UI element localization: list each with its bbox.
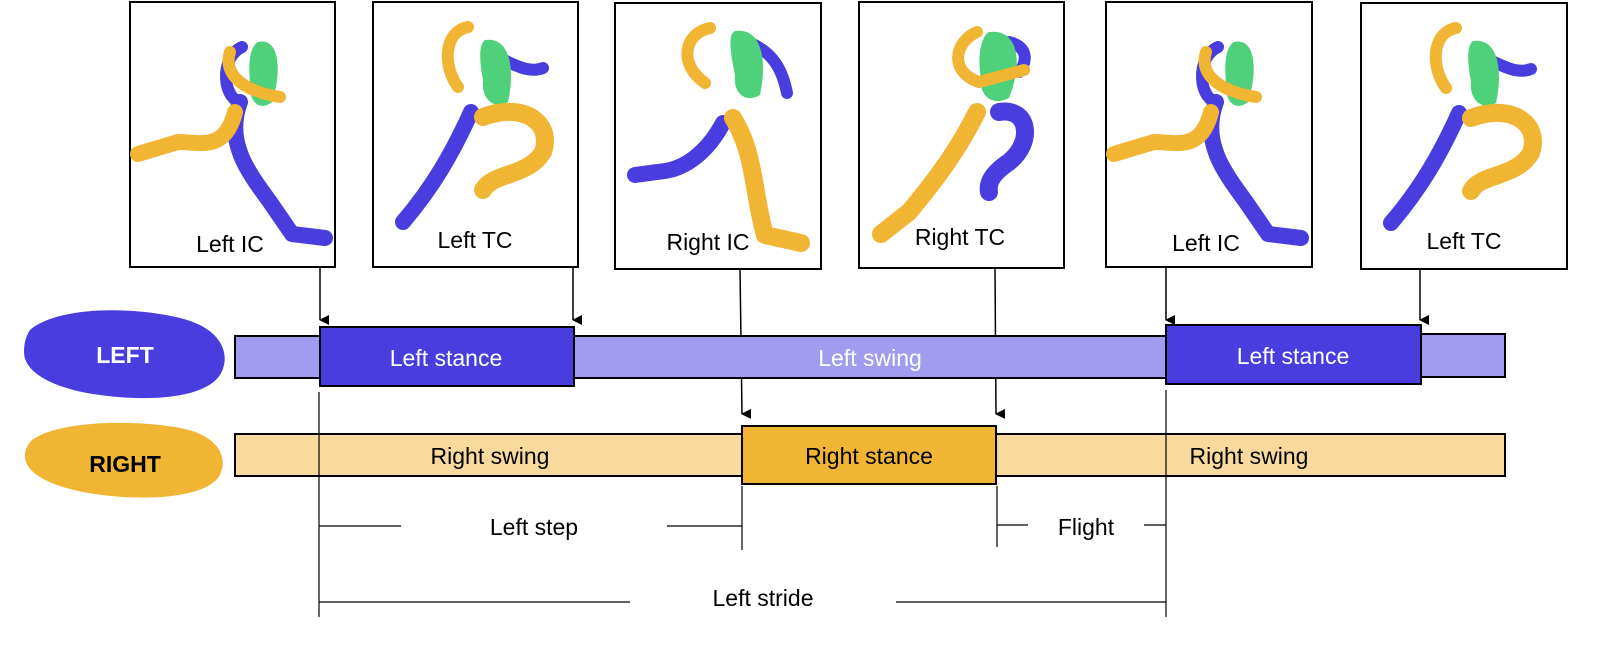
foot-right: RIGHT [25,422,223,498]
panel-right-tc: Right TC [858,1,1065,269]
right-swing-segment [995,433,1506,477]
panel-caption: Left TC [438,227,513,253]
foot-left-label: LEFT [96,342,154,368]
left-timeline: Left stance Left swing Left stance [234,324,1506,387]
foot-left-shape [24,310,225,399]
left-swing-segment-end [1420,333,1506,378]
left-stance-label: Left stance [390,345,503,371]
right-stance-label: Right stance [805,443,933,469]
torso [730,30,764,99]
right-arm [441,21,474,93]
right-leg [1462,104,1542,200]
left-arm [220,41,248,108]
left-stance-segment [1165,324,1422,385]
panel-left-ic-2: Left IC [1105,1,1313,268]
foot-right-shape [25,422,223,498]
panel-left-tc-1: Left TC [372,1,579,268]
torso [1468,40,1500,106]
left-leg [1383,105,1467,231]
right-arm [222,46,286,103]
foot-right-label: RIGHT [89,451,161,477]
left-leg [979,102,1034,201]
right-arm [1198,46,1262,103]
left-stance-segment [319,326,575,387]
left-swing-segment-start [234,335,321,379]
left-arm [1196,41,1224,108]
runner-figure-left-tc [1383,22,1542,231]
right-leg [872,103,986,243]
interval-markers [318,390,1167,617]
panel-caption: Left IC [1172,230,1240,256]
right-leg [724,109,810,252]
torso [979,31,1017,102]
panel-caption: Right IC [666,229,749,255]
foot-left: LEFT [24,310,225,399]
right-arm [681,22,716,89]
right-stance-segment [741,425,997,485]
runner-figure-left-ic [1106,41,1309,246]
right-arm [952,26,1030,88]
left-swing-label: Left swing [818,345,922,371]
right-swing-label: Right swing [1190,443,1309,469]
right-swing-label: Right swing [431,443,550,469]
runner-figure-left-tc [395,21,554,230]
right-leg [474,103,554,199]
panel-caption: Left TC [1427,228,1502,254]
panel-left-ic-1: Left IC [129,1,336,268]
right-timeline: Right swing Right stance Right swing [234,425,1506,485]
panel-left-tc-2: Left TC [1360,2,1568,270]
panel-caption: Left IC [196,231,264,257]
runner-figure-left-ic [130,41,333,246]
left-leg [627,115,731,183]
runner-figure-right-ic [627,22,810,252]
right-arm [1429,22,1462,94]
left-stance-label: Left stance [1237,343,1350,369]
right-leg [1106,104,1219,162]
left-step-label: Left step [490,514,578,540]
left-stride-label: Left stride [713,585,814,611]
right-leg [130,104,243,162]
panel-caption: Right TC [915,224,1005,250]
flight-label: Flight [1058,514,1115,540]
left-leg [395,104,479,230]
panel-right-ic: Right IC [614,2,822,270]
runner-figure-right-tc [872,26,1034,243]
torso [480,39,512,105]
